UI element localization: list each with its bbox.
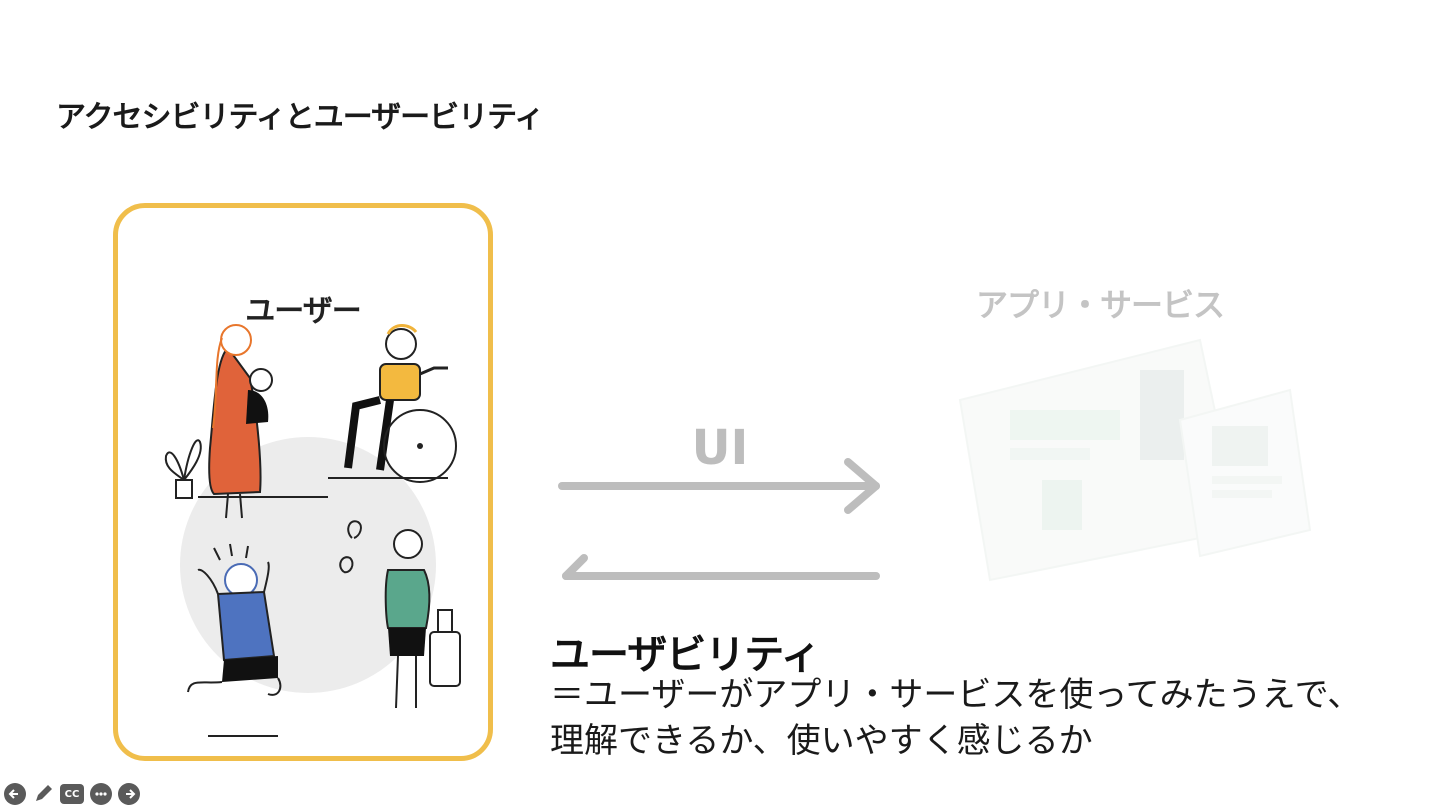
pencil-icon	[36, 785, 52, 801]
more-options-button[interactable]	[90, 783, 112, 805]
usability-title: ユーザビリティ	[550, 632, 821, 678]
users-illustration	[164, 324, 461, 737]
next-slide-button[interactable]	[118, 783, 140, 805]
slide-title: アクセシビリティとユーザービリティ	[56, 100, 544, 135]
previous-slide-button[interactable]	[4, 783, 26, 805]
ui-label: UI	[691, 420, 749, 476]
cc-icon: CC	[64, 788, 80, 800]
user-card: ユーザー	[113, 203, 493, 761]
jumping-person-figure	[187, 543, 282, 737]
app-service-label: アプリ・サービス	[975, 286, 1225, 324]
ellipsis-icon	[95, 792, 107, 796]
wheelchair-user-figure	[328, 324, 457, 483]
parent-with-child-figure	[198, 324, 328, 519]
usability-description: ＝ユーザーがアプリ・サービスを使ってみたうえで、理解できるか、使いやすく感じるか	[550, 675, 1362, 761]
plant-icon	[164, 439, 202, 499]
traveller-figure	[339, 520, 461, 709]
arrow-right-icon	[126, 789, 136, 799]
pen-tool-button[interactable]	[32, 783, 54, 805]
arrow-left-icon	[562, 554, 880, 580]
user-card-label: ユーザー	[245, 294, 361, 329]
presentation-controls: CC	[4, 782, 140, 806]
captions-button[interactable]: CC	[60, 784, 84, 804]
arrow-left-icon	[8, 789, 18, 799]
app-devices-illustration	[958, 338, 1312, 582]
arrow-right-icon	[558, 458, 880, 514]
exchange-arrows	[558, 458, 880, 580]
